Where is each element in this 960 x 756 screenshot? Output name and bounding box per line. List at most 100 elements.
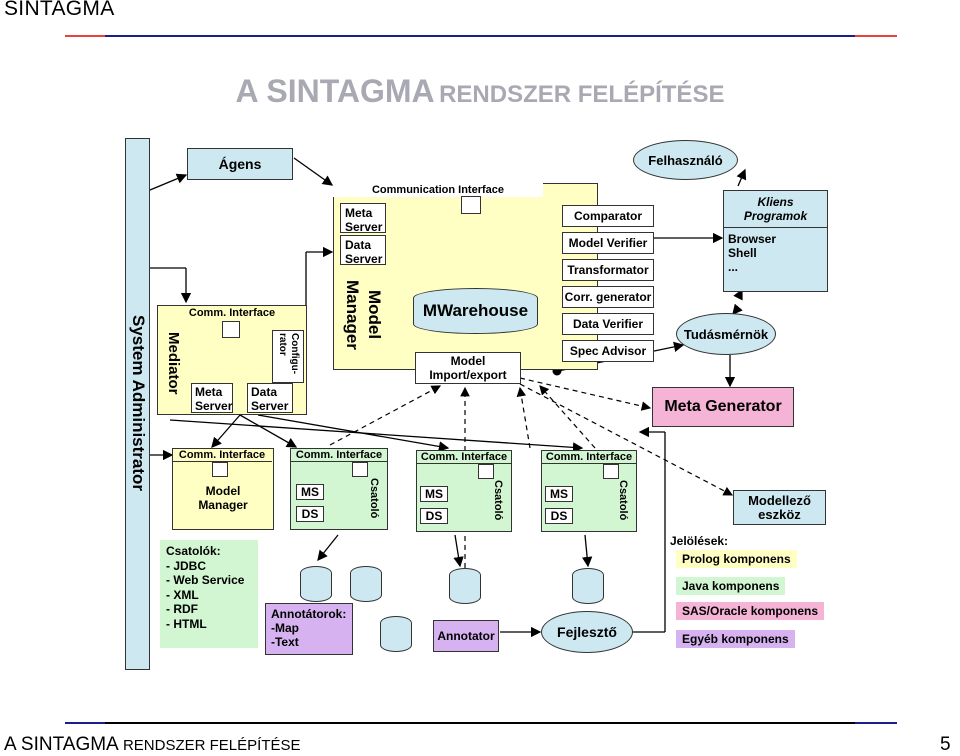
footer-rest: RENDSZER FELÉPÍTÉSE <box>122 737 301 754</box>
database-icon <box>300 566 332 602</box>
kliens-browser: Browser <box>728 232 777 246</box>
footer-rule-right <box>855 722 897 724</box>
annotatorok-item: -Text <box>271 635 299 649</box>
tool-spec-advisor: Spec Advisor <box>562 340 654 362</box>
wrapper-3-port <box>603 464 619 479</box>
communication-interface: Communication Interface <box>333 183 543 197</box>
footer-text: A SINTAGMA RENDSZER FELÉPÍTÉSE <box>4 734 301 756</box>
mediator-meta-l2: Server <box>195 399 233 413</box>
legend-java: Java komponens <box>676 577 786 595</box>
data-server-l2: Server <box>345 252 383 266</box>
configurator-l1: Configu- <box>289 333 300 375</box>
meta-server: Meta Server <box>340 203 386 234</box>
csatolok-item: - XML <box>166 587 199 602</box>
wrapper-3-ms: MS <box>545 486 573 502</box>
tool-model-verifier: Model Verifier <box>562 232 654 254</box>
wrapper-2-comm: Comm. Interface <box>416 450 512 464</box>
footer-rule <box>105 722 855 724</box>
footer-main: A SINTAGMA <box>4 734 118 755</box>
model-import-export: Model Import/export <box>415 352 521 384</box>
wrapper-1-ms: MS <box>296 484 324 500</box>
configurator-l2: rator <box>277 333 288 356</box>
header-brand: SINTAGMA <box>4 0 115 20</box>
legend-title: Jelölések: <box>670 534 729 548</box>
kliens-ellipsis: ... <box>728 260 739 274</box>
comm-interface-port <box>461 196 481 214</box>
wrapper-2-ms: MS <box>420 486 448 502</box>
tool-transformator: Transformator <box>562 259 654 281</box>
kliens-title-l2: Programok <box>743 209 808 223</box>
model-manager-vertical-l1: Model <box>365 290 384 340</box>
data-server-l1: Data <box>345 238 372 252</box>
legend-sas-oracle: SAS/Oracle komponens <box>676 602 825 620</box>
small-mm-l2: Manager <box>198 498 248 512</box>
header-rule-left <box>65 35 105 37</box>
model-manager-vertical-l2: Manager <box>343 280 362 350</box>
mwarehouse-label: MWarehouse <box>422 301 529 320</box>
wrapper-3-ds: DS <box>545 508 573 524</box>
kliens-shell: Shell <box>728 246 757 260</box>
meta-server-l1: Meta <box>345 206 373 220</box>
title-rest: RENDSZER FELÉPÍTÉSE <box>439 81 725 108</box>
configurator-box <box>272 330 304 383</box>
mediator-vertical: Mediator <box>165 332 182 395</box>
small-mm-comm-interface: Comm. Interface <box>172 448 272 462</box>
meta-generator-box: Meta Generator <box>652 387 794 427</box>
database-icon <box>350 566 382 602</box>
legend-egyeb: Egyéb komponens <box>676 630 795 648</box>
header-rule-right <box>855 35 897 37</box>
import-l1: Model <box>450 354 486 368</box>
annotatorok-title: Annotátorok: <box>271 607 347 621</box>
modellezo-eszkoz-box: Modellező eszköz <box>733 490 826 525</box>
legend-prolog: Prolog komponens <box>676 550 797 568</box>
wrapper-2-ds: DS <box>420 508 448 524</box>
tool-comparator: Comparator <box>562 205 654 227</box>
csatolok-box: Csatolók: - JDBC - Web Service - XML - R… <box>160 540 258 648</box>
small-mm-comm-port <box>212 462 228 477</box>
mediator-data-server: Data Server <box>247 383 293 413</box>
mediator-data-l2: Server <box>251 399 289 413</box>
tool-data-verifier: Data Verifier <box>562 313 654 335</box>
modellezo-l2: eszköz <box>758 506 801 522</box>
kliens-programok-box: Kliens Programok Browser Shell ... <box>723 190 828 292</box>
csatolok-item: - Web Service <box>166 573 245 587</box>
fejleszto-ellipse: Fejlesztő <box>541 611 633 653</box>
mediator-comm-interface: Comm. Interface <box>188 306 276 319</box>
wrapper-1-ds: DS <box>296 506 324 522</box>
small-mm-l1: Model <box>205 484 241 498</box>
csatolok-item: - RDF <box>166 602 198 616</box>
database-icon <box>380 616 412 652</box>
mwarehouse-cylinder: MWarehouse <box>413 288 538 334</box>
agens-box: Ágens <box>187 148 293 180</box>
system-administrator-bar <box>125 138 150 670</box>
annotator-box: Annotator <box>433 620 499 652</box>
title-main: A SINTAGMA <box>235 73 435 109</box>
database-icon <box>449 568 481 604</box>
database-icon <box>572 568 604 604</box>
data-server: Data Server <box>340 235 386 266</box>
tudasmernok-ellipse: Tudásmérnök <box>676 313 776 355</box>
kliens-title-l1: Kliens <box>757 195 794 209</box>
page-title: A SINTAGMA RENDSZER FELÉPÍTÉSE <box>0 73 960 110</box>
wrapper-3-csatolo: Csatoló <box>617 480 629 521</box>
wrapper-2-csatolo: Csatoló <box>492 480 504 521</box>
wrapper-1-port <box>352 462 368 477</box>
header-rule <box>105 35 855 37</box>
tool-corr-generator: Corr. generator <box>562 286 654 308</box>
annotatorok-box: Annotátorok: -Map -Text <box>265 603 353 655</box>
csatolok-item: - JDBC <box>166 558 207 573</box>
wrapper-1-csatolo: Csatoló <box>368 478 380 519</box>
annotatorok-item: -Map <box>271 621 299 635</box>
meta-server-l2: Server <box>345 220 383 234</box>
mediator-meta-l1: Meta <box>195 385 223 399</box>
mediator-data-l1: Data <box>251 385 278 399</box>
mediator-comm-port <box>222 321 240 338</box>
mediator-meta-server: Meta Server <box>191 383 233 413</box>
small-mm-label: Model Manager <box>172 480 274 516</box>
modellezo-l1: Modellező <box>748 492 811 508</box>
wrapper-1-comm: Comm. Interface <box>290 448 388 462</box>
system-administrator-label: System Administrator <box>129 315 148 492</box>
wrapper-2-port <box>478 464 494 479</box>
csatolok-title: Csatolók: <box>166 544 221 558</box>
import-l2: Import/export <box>429 368 507 382</box>
